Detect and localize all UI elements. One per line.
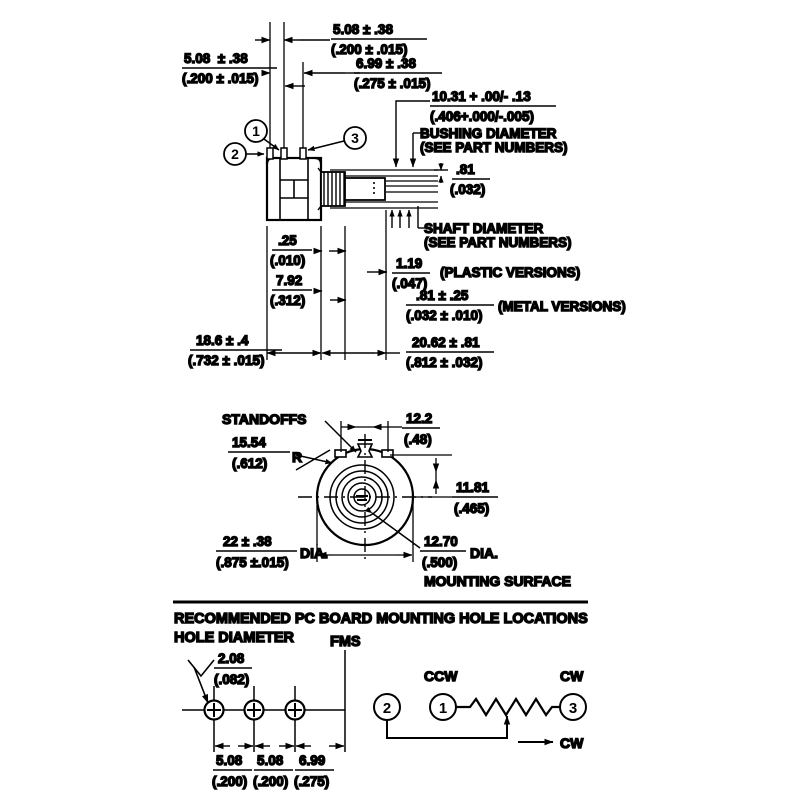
front-view-centerlines (298, 434, 432, 562)
dim-overall-shaft-metric: 20.62 ± .81 (412, 335, 480, 350)
dim-pcb-spacing-3-imperial: (.275) (294, 774, 329, 789)
callout-1-leader (263, 138, 280, 151)
dim-bushing-thread-imperial: (.032) (450, 182, 485, 197)
dim-standoff-height (390, 454, 452, 498)
schematic-cw-label: CW (560, 668, 584, 684)
dim-shaft-flat-metal-imperial: (.032 ± .010) (406, 308, 482, 323)
dim-shaft-flat-metal-metric: .81 ± .25 (416, 288, 469, 303)
dim-body-gap-imperial: (.010) (270, 253, 305, 268)
bushing-diameter-note-line1: BUSHING DIAMETER (420, 126, 557, 141)
dim-standoff-height-imperial: (.465) (454, 501, 489, 516)
shaft-extension-lines (330, 169, 438, 209)
mounting-surface-leader (365, 506, 421, 549)
shaft (344, 177, 386, 201)
dim-hole-diameter-metric: 2.08 (218, 651, 245, 666)
threaded-bushing (317, 167, 346, 211)
pot-body-outline (265, 156, 323, 222)
hole-diameter-leader (187, 659, 215, 704)
dim-body-depth-imperial: (.312) (270, 293, 305, 308)
dim-pcb-spacing-2-imperial: (.200) (253, 774, 288, 789)
shaft-note-leader (389, 206, 430, 229)
dim-pin-offset-imperial: (.275 ± .015) (354, 76, 430, 91)
bushing-dia-leader (392, 100, 430, 168)
dim-body-depth-arrows (313, 287, 347, 304)
dim-overall-body-imperial: (.732 ± .015) (188, 353, 264, 368)
dim-pcb-spacing-1-metric: 5.08 (216, 753, 243, 768)
dim-pin-spacing-left-imperial: (.200 ± .015) (182, 71, 258, 86)
dim-pcb-spacing-3-metric: 6.99 (299, 753, 325, 768)
dim-body-gap-metric: .25 (278, 233, 297, 248)
dim-pin-spacing-top-metric: 5.08 ± .38 (333, 22, 393, 37)
front-view-ext-lines (316, 497, 414, 545)
bushing-diameter-note-line2: (SEE PART NUMBERS) (420, 140, 568, 155)
callout-3-leader (307, 140, 345, 152)
potentiometer-front-view (298, 434, 432, 562)
body-diameter-dia-label: DIA. (300, 545, 328, 561)
dim-body-depth-metric: 7.92 (276, 273, 302, 288)
dim-standoff-width-imperial: (.48) (404, 432, 432, 447)
pcb-hole (203, 699, 225, 721)
schematic-ccw-label: CCW (424, 668, 458, 684)
dim-hole-diameter-imperial: (.082) (214, 672, 249, 687)
mounting-surface-label: MOUNTING SURFACE (424, 573, 571, 589)
standoffs-label: STANDOFFS (222, 411, 307, 427)
dim-pcb-spacing-2-metric: 5.08 (257, 753, 284, 768)
dim-standoff-width-metric: 12.2 (406, 411, 432, 426)
fms-label: FMS (330, 634, 361, 650)
standoff-radius-leader (295, 449, 333, 471)
shaft-diameter-note-line2: (SEE PART NUMBERS) (424, 235, 572, 250)
dim-standoff-height-metric: 11.81 (456, 480, 490, 495)
dim-bushing-dia-imperial: (.406+.000/-.005) (430, 109, 534, 124)
dim-pin-spacing-left-arrows (261, 69, 305, 90)
schematic-terminal-2-label: 2 (383, 700, 391, 717)
dim-bushing-thread-arrows (434, 163, 448, 183)
schematic-terminal-1-label: 1 (439, 700, 447, 717)
dim-overall-body-metric: 18.6 ± .4 (196, 333, 249, 348)
standoffs (334, 439, 394, 458)
dim-body-diameter-imperial: (.875 ±.015) (216, 555, 289, 570)
callout-3-label: 3 (351, 130, 359, 146)
callout-3-circle (343, 126, 367, 150)
mounting-diameter-dia-label: DIA. (470, 545, 498, 561)
metal-versions-note: (METAL VERSIONS) (498, 299, 626, 314)
callout-1-label: 1 (252, 123, 260, 139)
dim-standoff-width (340, 421, 402, 452)
dim-shaft-flat-plastic-metric: 1.19 (396, 256, 422, 271)
dim-pin-spacing-left-metric: 5.08 ± .38 (184, 51, 248, 66)
pcb-hole-pattern (182, 650, 346, 752)
wiper-connection (386, 715, 511, 739)
dim-standoff-radius-metric: 15.54 (232, 435, 266, 450)
callout-2-label: 2 (231, 146, 239, 162)
pcb-section-heading: RECOMMENDED PC BOARD MOUNTING HOLE LOCAT… (174, 611, 588, 627)
terminal-pins (266, 147, 307, 160)
hole-diameter-label: HOLE DIAMETER (174, 630, 295, 646)
dim-body-diameter-metric: 22 ± .38 (223, 534, 272, 549)
bushing-note-leader (409, 132, 428, 168)
dim-pin-spacing-top-imperial: (.200 ± .015) (331, 42, 407, 57)
shaft-diameter-note-line1: SHAFT DIAMETER (424, 221, 543, 236)
pcb-hole (243, 699, 265, 721)
pcb-hole (284, 699, 306, 721)
dim-bushing-thread-metric: .81 (456, 162, 475, 177)
dim-pcb-spacing-1-imperial: (.200) (212, 774, 247, 789)
dim-pin-offset-metric: 6.99 ± .38 (356, 56, 416, 71)
schematic-cw-arrow-label: CW (560, 735, 584, 751)
dim-shaft-flat-plastic-imperial: (.047) (392, 276, 427, 291)
dim-body-diameter-arrows (316, 544, 414, 562)
resistor-symbol (456, 696, 560, 718)
dim-overall-shaft-imperial: (.812 ± .032) (406, 355, 482, 370)
potentiometer-schematic (373, 693, 587, 746)
dim-bushing-dia-metric: 10.31 + .00/- .13 (432, 89, 531, 104)
radius-suffix-label: R (292, 449, 302, 465)
schematic-terminal-3-label: 3 (569, 700, 577, 717)
plastic-versions-note: (PLASTIC VERSIONS) (440, 265, 580, 280)
dim-standoff-radius-imperial: (.612) (232, 456, 267, 471)
callout-1-circle (244, 119, 268, 143)
dim-mounting-diameter-metric: 12.70 (424, 534, 458, 549)
terminal-callouts (223, 119, 367, 166)
dim-mounting-diameter-imperial: (.500) (422, 555, 457, 570)
